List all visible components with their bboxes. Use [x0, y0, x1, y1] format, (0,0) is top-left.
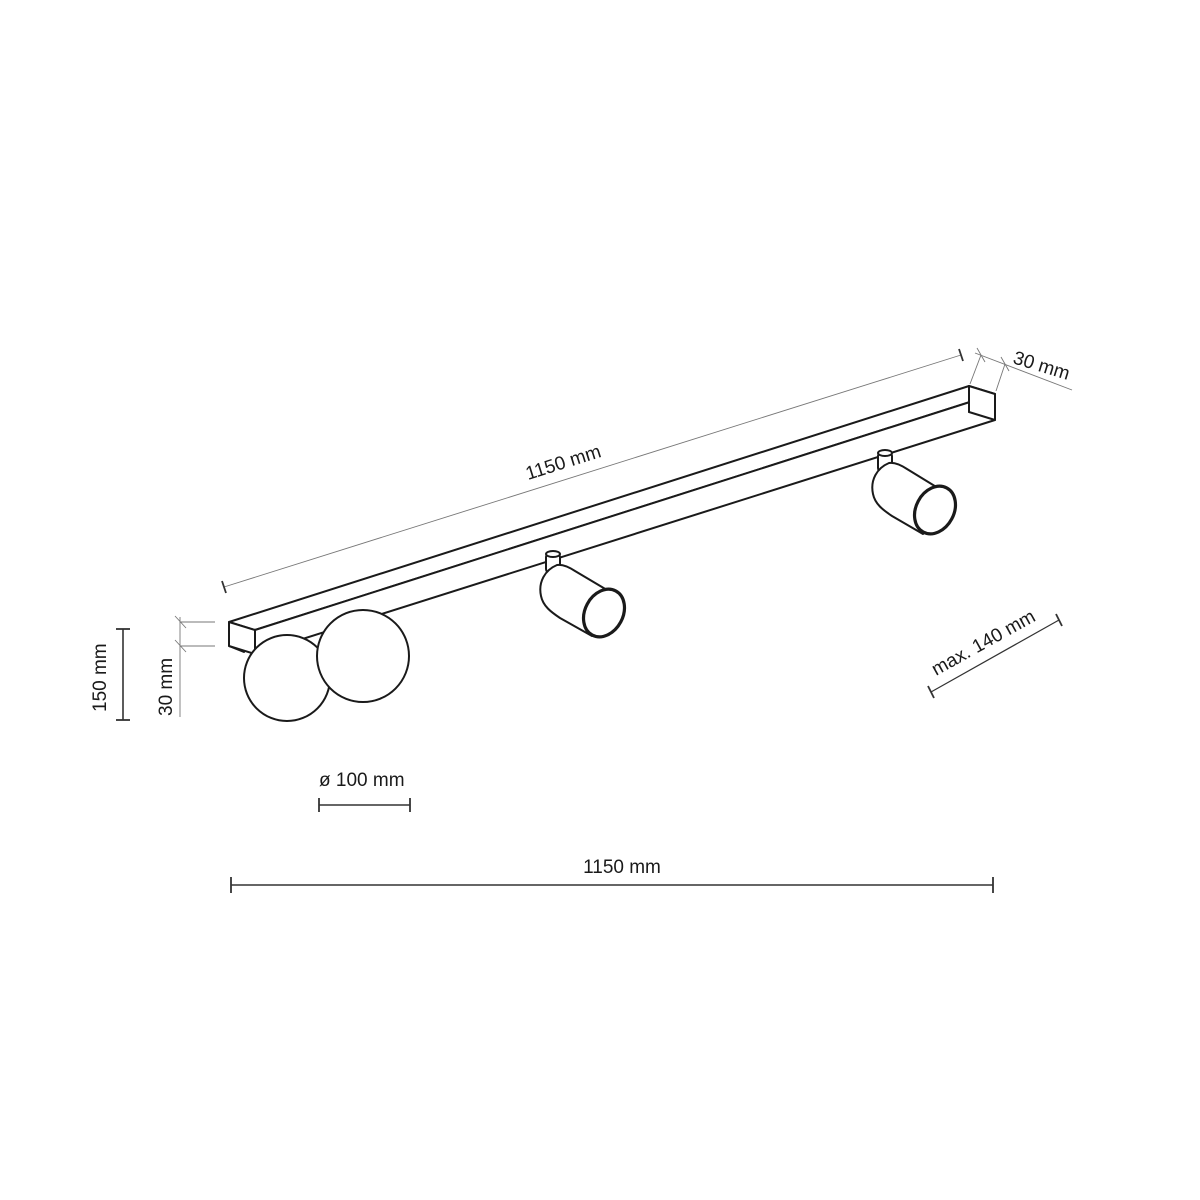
dim-rail-height-label: 30 mm: [156, 658, 177, 716]
rail-underside-edge: [228, 645, 245, 653]
spot-1-lens: [581, 587, 627, 639]
dim-globe-diameter: ø 100 mm: [318, 770, 411, 812]
globe-shade-2: [316, 609, 410, 703]
dim-globe-diameter-label: ø 100 mm: [319, 770, 405, 791]
dim-rail-width: 30 mm: [969, 348, 1073, 392]
dim-overall-length-label: 1150 mm: [583, 857, 661, 878]
dim-total-height-label: 150 mm: [90, 643, 111, 712]
dim-rail-width-label: 30 mm: [1011, 348, 1073, 385]
dim-rail-length-top-label: 1150 mm: [523, 441, 604, 484]
cylinder-spot-1: [539, 550, 627, 639]
globe-shades: [243, 609, 410, 722]
dim-rail-length-top: 1150 mm: [221, 348, 964, 594]
dim-rail-height: 30 mm: [156, 615, 215, 717]
dim-spot-projection: max. 140 mm: [927, 606, 1063, 699]
dim-overall-length: 1150 mm: [230, 857, 994, 893]
ceiling-rail: [228, 385, 996, 655]
spot-2-lens: [912, 484, 958, 536]
dim-spot-projection-label: max. 140 mm: [928, 606, 1039, 680]
dim-total-height: 150 mm: [90, 628, 130, 721]
cylinder-spot-2: [871, 449, 958, 536]
